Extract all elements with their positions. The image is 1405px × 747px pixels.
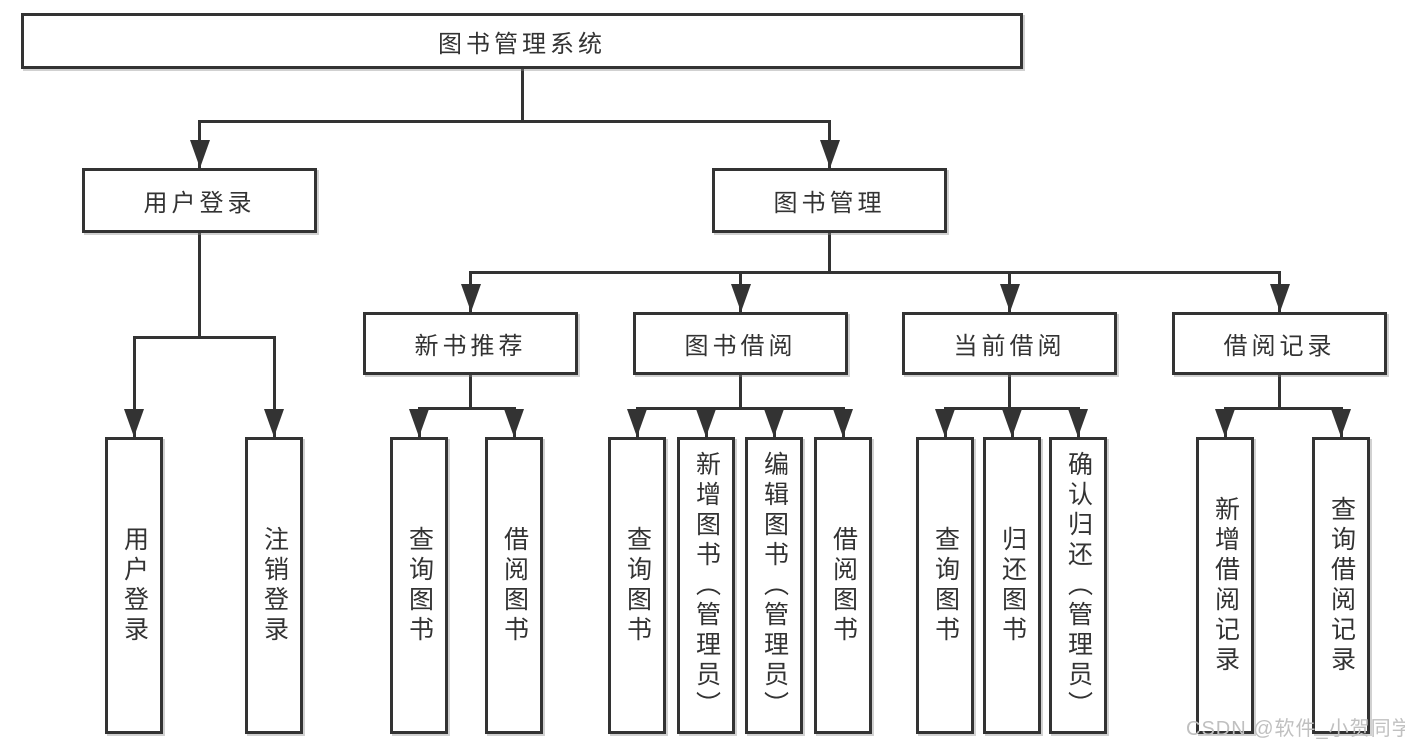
arrowhead-down-icon (935, 409, 955, 437)
arrowhead-down-icon (819, 140, 840, 168)
arrowhead-down-icon (730, 284, 751, 312)
node-new-book-recommendation: 新书推荐 (363, 312, 578, 375)
arrowhead-down-icon (696, 409, 716, 437)
arrowhead-down-icon (460, 284, 481, 312)
node-leaf-add-borrow-record: 新增借阅记录 (1196, 437, 1254, 734)
connector-hline (132, 335, 276, 339)
arrowhead-down-icon (124, 409, 144, 437)
node-leaf-query-books-3: 查询图书 (916, 437, 974, 734)
node-borrowing-records: 借阅记录 (1172, 312, 1387, 375)
connector-vline (272, 337, 276, 437)
node-leaf-add-borrow-record-label: 新增借阅记录 (1211, 495, 1240, 676)
arrowhead-down-icon (764, 409, 784, 437)
arrowhead-down-icon (189, 140, 210, 168)
node-leaf-borrow-books-2: 借阅图书 (814, 437, 872, 734)
node-leaf-user-login: 用户登录 (105, 437, 163, 734)
node-leaf-confirm-return-admin: 确认归还（管理员） (1049, 437, 1107, 734)
node-current-borrowing-label: 当前借阅 (953, 333, 1066, 360)
node-leaf-query-books-3-label: 查询图书 (931, 525, 960, 646)
arrowhead-down-icon (627, 409, 647, 437)
node-leaf-borrow-books-1: 借阅图书 (485, 437, 543, 734)
node-leaf-return-books: 归还图书 (983, 437, 1041, 734)
arrowhead-down-icon (833, 409, 853, 437)
connector-vline (1278, 375, 1281, 409)
node-leaf-add-books-admin-label: 新增图书（管理员） (692, 450, 721, 721)
node-book-management-label: 图书管理 (773, 190, 886, 217)
arrowhead-down-icon (1002, 409, 1022, 437)
connector-vline (1008, 375, 1011, 409)
node-leaf-borrow-books-1-label: 借阅图书 (500, 525, 529, 646)
arrowhead-down-icon (409, 409, 429, 437)
connector-vline (520, 69, 524, 122)
arrowhead-down-icon (1215, 409, 1235, 437)
node-borrowing-records-label: 借阅记录 (1223, 333, 1336, 360)
node-leaf-edit-books-admin: 编辑图书（管理员） (745, 437, 803, 734)
csdn-watermark: CSDN @软件_小贺同学 (1186, 718, 1405, 740)
node-leaf-query-books-2-label: 查询图书 (623, 525, 652, 646)
node-leaf-logout: 注销登录 (245, 437, 303, 734)
node-book-borrowing-label: 图书借阅 (684, 333, 797, 360)
connector-hline (417, 406, 516, 410)
connector-vline (469, 375, 472, 409)
arrowhead-down-icon (264, 409, 284, 437)
arrowhead-down-icon (1331, 409, 1351, 437)
node-leaf-query-borrow-record: 查询借阅记录 (1312, 437, 1370, 734)
arrowhead-down-icon (1269, 284, 1290, 312)
connector-hline (1223, 406, 1343, 410)
node-book-borrowing: 图书借阅 (633, 312, 848, 375)
node-leaf-confirm-return-admin-label: 确认归还（管理员） (1064, 450, 1093, 721)
connector-hline (469, 270, 1281, 274)
node-leaf-return-books-label: 归还图书 (998, 525, 1027, 646)
node-leaf-borrow-books-2-label: 借阅图书 (829, 525, 858, 646)
connector-vline (132, 337, 136, 437)
connector-hline (198, 119, 831, 123)
node-leaf-query-books-1-label: 查询图书 (405, 525, 434, 646)
node-user-login: 用户登录 (82, 168, 317, 233)
connector-vline (828, 233, 831, 273)
arrowhead-down-icon (504, 409, 524, 437)
node-current-borrowing: 当前借阅 (902, 312, 1117, 375)
node-leaf-query-borrow-record-label: 查询借阅记录 (1327, 495, 1356, 676)
node-leaf-query-books-1: 查询图书 (390, 437, 448, 734)
node-leaf-user-login-label: 用户登录 (120, 525, 149, 646)
node-new-book-recommendation-label: 新书推荐 (414, 333, 527, 360)
node-leaf-edit-books-admin-label: 编辑图书（管理员） (760, 450, 789, 721)
node-book-management: 图书管理 (712, 168, 947, 233)
arrowhead-down-icon (999, 284, 1020, 312)
node-leaf-query-books-2: 查询图书 (608, 437, 666, 734)
connector-vline (198, 233, 201, 338)
node-library-management-system: 图书管理系统 (21, 13, 1023, 69)
node-library-management-system-label: 图书管理系统 (438, 30, 606, 58)
node-leaf-add-books-admin: 新增图书（管理员） (677, 437, 735, 734)
node-leaf-logout-label: 注销登录 (260, 525, 289, 646)
node-user-login-label: 用户登录 (143, 190, 256, 217)
connector-vline (739, 375, 742, 409)
arrowhead-down-icon (1068, 409, 1088, 437)
connector-hline (635, 406, 845, 410)
